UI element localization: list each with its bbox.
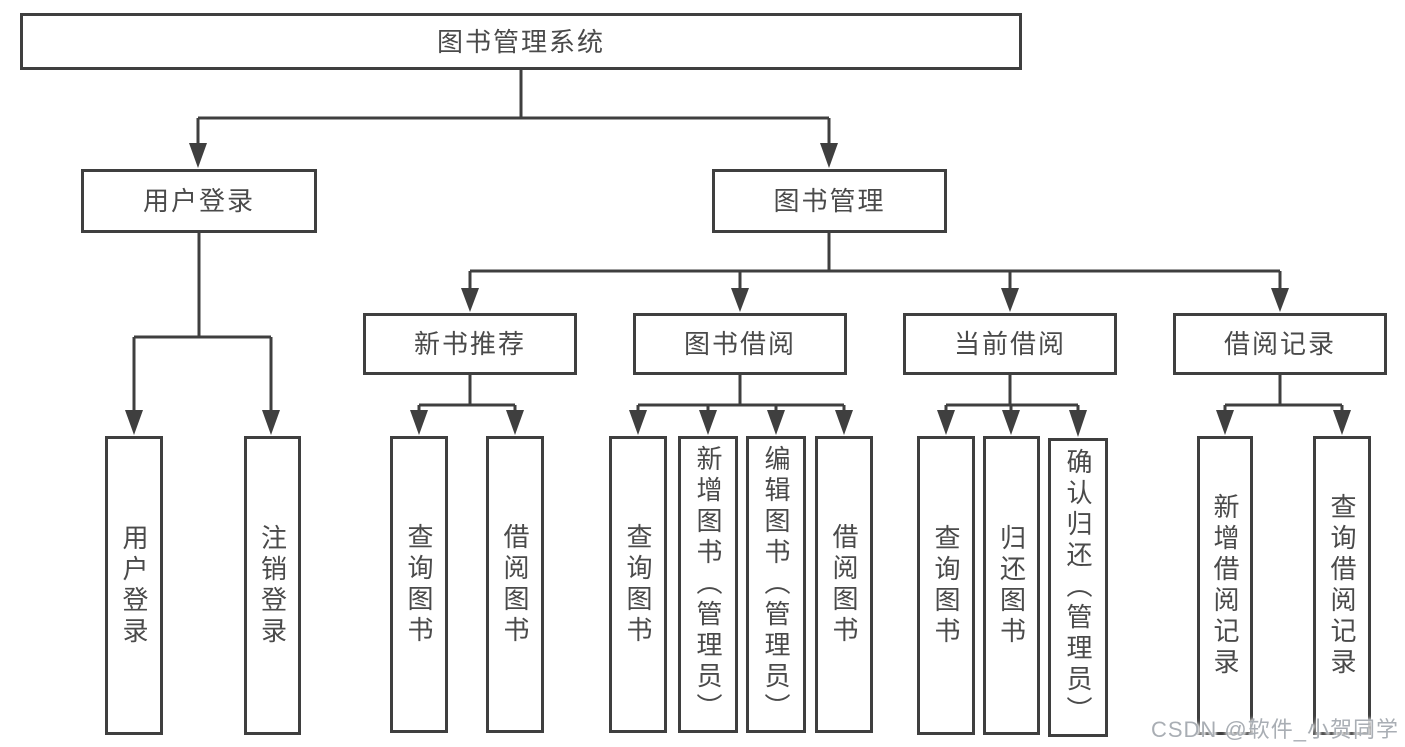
arrowheads [125, 143, 1351, 437]
node-user-login-label: 用户登录 [142, 186, 255, 216]
csdn-watermark: CSDN @软件_小贺同学 [1150, 717, 1399, 742]
node-borrowing-records-label: 借阅记录 [1223, 329, 1336, 359]
node-borrowing-records: 借阅记录 [1173, 313, 1387, 375]
leaf-add-books-admin-label: 新增图书（管理员） [693, 445, 723, 724]
leaf-add-borrow-record-label: 新增借阅记录 [1210, 492, 1240, 679]
leaf-borrow-books-recommend-label: 借阅图书 [500, 522, 530, 647]
leaf-query-books-recommend: 查询图书 [390, 436, 448, 733]
leaf-query-borrow-record: 查询借阅记录 [1313, 436, 1371, 735]
node-new-book-recommendation-label: 新书推荐 [413, 329, 526, 359]
leaf-edit-books-admin-label: 编辑图书（管理员） [761, 445, 791, 724]
leaf-confirm-return-admin: 确认归还（管理员） [1048, 438, 1108, 737]
leaf-return-books-label: 归还图书 [996, 523, 1027, 648]
leaf-confirm-return-admin-label: 确认归还（管理员） [1063, 448, 1093, 727]
leaf-add-books-admin: 新增图书（管理员） [678, 436, 738, 733]
leaf-query-books-borrow: 查询图书 [609, 436, 667, 733]
node-book-management: 图书管理 [712, 169, 947, 233]
leaf-add-borrow-record: 新增借阅记录 [1197, 436, 1253, 735]
leaf-query-books-current: 查询图书 [917, 436, 975, 735]
node-user-login: 用户登录 [81, 169, 317, 233]
connector-lines [132, 70, 1344, 410]
leaf-borrow-books-label: 借阅图书 [829, 522, 859, 647]
leaf-query-books-current-label: 查询图书 [931, 523, 961, 648]
leaf-edit-books-admin: 编辑图书（管理员） [746, 436, 806, 733]
leaf-logout: 注销登录 [244, 436, 301, 735]
node-book-management-label: 图书管理 [773, 186, 886, 216]
leaf-borrow-books: 借阅图书 [815, 436, 873, 733]
node-new-book-recommendation: 新书推荐 [363, 313, 577, 375]
node-library-system-label: 图书管理系统 [436, 26, 605, 57]
leaf-return-books: 归还图书 [983, 436, 1040, 735]
node-library-system: 图书管理系统 [20, 13, 1022, 70]
leaf-logout-label: 注销登录 [257, 523, 288, 648]
leaf-query-borrow-record-label: 查询借阅记录 [1327, 492, 1357, 679]
leaf-query-books-recommend-label: 查询图书 [404, 522, 434, 647]
leaf-query-books-borrow-label: 查询图书 [623, 522, 653, 647]
leaf-user-login: 用户登录 [105, 436, 163, 735]
leaf-user-login-label: 用户登录 [119, 523, 149, 648]
node-book-borrowing-label: 图书借阅 [683, 329, 796, 359]
node-current-borrowing-label: 当前借阅 [953, 329, 1066, 359]
leaf-borrow-books-recommend: 借阅图书 [486, 436, 544, 733]
node-book-borrowing: 图书借阅 [633, 313, 847, 375]
node-current-borrowing: 当前借阅 [903, 313, 1117, 375]
